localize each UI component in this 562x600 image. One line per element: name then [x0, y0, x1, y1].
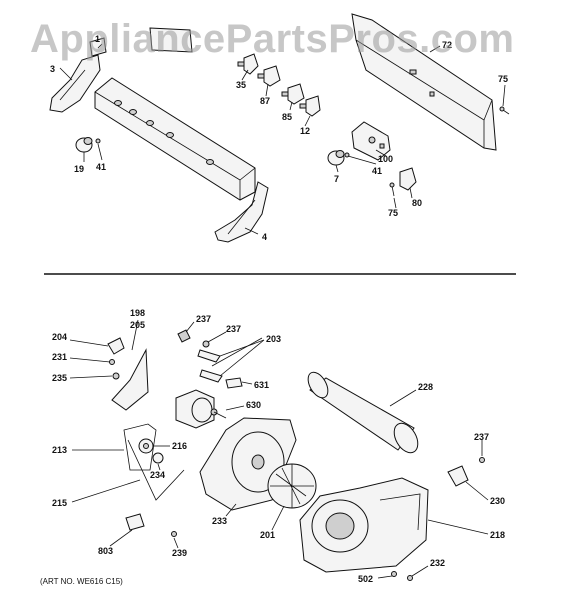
label-205: 205: [130, 320, 145, 330]
label-630: 630: [246, 400, 261, 410]
label-80: 80: [412, 198, 422, 208]
label-204: 204: [52, 332, 67, 342]
label-803: 803: [98, 546, 113, 556]
part-213-idler[interactable]: [123, 423, 157, 471]
part-75-screw-upper[interactable]: [499, 106, 510, 115]
part-235-screw[interactable]: [112, 372, 120, 380]
part-35-switch[interactable]: [237, 53, 259, 75]
part-7-knob[interactable]: [327, 150, 345, 166]
part-19-knob[interactable]: [75, 137, 93, 153]
part-1-clip[interactable]: [89, 37, 107, 57]
label-198: 198: [130, 308, 145, 318]
label-87: 87: [260, 96, 270, 106]
leader-lines-bottom: [69, 319, 489, 579]
label-35: 35: [236, 80, 246, 90]
label-203: 203: [266, 334, 281, 344]
part-237-screw-c[interactable]: [479, 457, 485, 463]
part-3-left-endcap[interactable]: [49, 54, 101, 113]
part-237-screw-b[interactable]: [202, 340, 210, 348]
label-72: 72: [442, 40, 452, 50]
label-41-right: 41: [372, 166, 382, 176]
label-233: 233: [212, 516, 227, 526]
label-631: 631: [254, 380, 269, 390]
label-3: 3: [50, 64, 55, 74]
part-218-blower-cover[interactable]: [299, 477, 429, 573]
part-803-clip[interactable]: [125, 513, 145, 531]
part-631-block[interactable]: [225, 377, 243, 389]
part-100-timer[interactable]: [351, 121, 391, 161]
label-85: 85: [282, 112, 292, 122]
part-205-bracket[interactable]: [111, 348, 149, 411]
part-203-clip-a[interactable]: [197, 349, 221, 363]
part-75-screw-lower[interactable]: [389, 182, 395, 197]
part-228-duct[interactable]: [304, 369, 423, 457]
control-panel[interactable]: [94, 77, 256, 201]
part-230-thermistor[interactable]: [447, 465, 469, 487]
part-204-clamp[interactable]: [107, 337, 125, 355]
label-237-b: 237: [226, 324, 241, 334]
part-502-screw[interactable]: [391, 571, 397, 577]
label-218: 218: [490, 530, 505, 540]
part-72-backsplash-panel[interactable]: [351, 13, 497, 151]
art-number: (ART NO. WE616 C15): [40, 577, 123, 586]
label-201: 201: [260, 530, 275, 540]
label-7: 7: [334, 174, 339, 184]
label-4: 4: [262, 232, 267, 242]
label-232: 232: [430, 558, 445, 568]
part-85-switch[interactable]: [281, 83, 305, 105]
label-215: 215: [52, 498, 67, 508]
part-237-screw-a[interactable]: [177, 329, 191, 343]
label-216: 216: [172, 441, 187, 451]
label-213: 213: [52, 445, 67, 455]
part-87-switch[interactable]: [257, 65, 281, 87]
label-19: 19: [74, 164, 84, 174]
label-1: 1: [95, 34, 100, 44]
part-234-wheel[interactable]: [152, 452, 164, 464]
label-235: 235: [52, 373, 67, 383]
label-plate[interactable]: [149, 27, 193, 53]
part-231-clip[interactable]: [109, 359, 115, 365]
label-231: 231: [52, 352, 67, 362]
label-75-upper: 75: [498, 74, 508, 84]
part-12-switch[interactable]: [299, 95, 321, 117]
label-239: 239: [172, 548, 187, 558]
part-239-screw[interactable]: [171, 531, 177, 537]
label-100: 100: [378, 154, 393, 164]
label-237-c: 237: [474, 432, 489, 442]
part-201-blower-wheel[interactable]: [267, 463, 317, 509]
label-234: 234: [150, 470, 165, 480]
label-228: 228: [418, 382, 433, 392]
part-630-motor[interactable]: [175, 389, 227, 429]
label-502: 502: [358, 574, 373, 584]
label-12: 12: [300, 126, 310, 136]
leader-lines-top: [59, 43, 506, 235]
part-4-right-endcap[interactable]: [214, 181, 269, 243]
part-80-knob[interactable]: [399, 167, 417, 191]
part-216-pulley[interactable]: [138, 438, 154, 454]
part-41-spring[interactable]: [95, 138, 101, 144]
label-230: 230: [490, 496, 505, 506]
label-75-lower: 75: [388, 208, 398, 218]
part-232-screw[interactable]: [407, 575, 413, 581]
label-41-left: 41: [96, 162, 106, 172]
label-237-a: 237: [196, 314, 211, 324]
watermark: AppliancePartsPros.com: [30, 17, 515, 61]
part-203-clip-b[interactable]: [199, 369, 223, 383]
part-215-rod[interactable]: [127, 439, 185, 501]
